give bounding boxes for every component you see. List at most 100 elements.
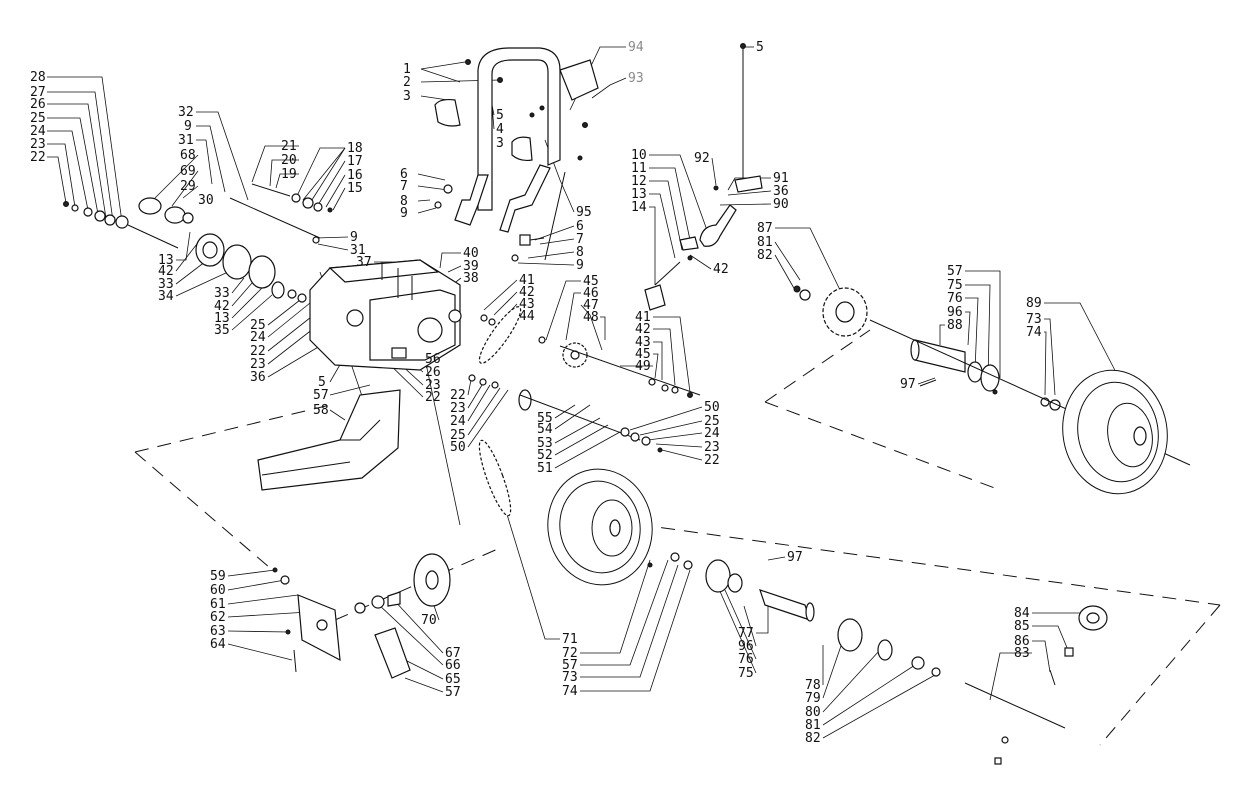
callout-label: 7 bbox=[576, 232, 584, 247]
callout-label: 10 bbox=[631, 148, 647, 163]
callout-label: 26 bbox=[425, 365, 441, 380]
callout-label: 47 bbox=[583, 298, 599, 313]
callout-label: 40 bbox=[463, 246, 479, 261]
callout-label: 23 bbox=[704, 440, 720, 455]
lower-right-axle bbox=[647, 552, 1108, 765]
callout-label: 74 bbox=[562, 684, 578, 699]
callout-label: 7 bbox=[400, 179, 408, 194]
callout-label: 94 bbox=[628, 40, 644, 55]
callout-label: 61 bbox=[210, 597, 226, 612]
callout-label: 25 bbox=[704, 414, 720, 429]
chute-deflector bbox=[257, 389, 401, 491]
callout-label: 64 bbox=[210, 637, 226, 652]
callout-label: 42 bbox=[214, 299, 230, 314]
callout-label: 75 bbox=[947, 278, 963, 293]
callout-label: 68 bbox=[180, 148, 196, 163]
callout-label: 24 bbox=[450, 414, 466, 429]
callout-label: 67 bbox=[445, 646, 461, 661]
callout-label: 72 bbox=[562, 646, 578, 661]
callout-label: 90 bbox=[773, 197, 789, 212]
callout-label: 31 bbox=[350, 243, 366, 258]
lower-bracket bbox=[272, 553, 451, 679]
callout-label: 31 bbox=[178, 133, 194, 148]
callout-label: 26 bbox=[30, 97, 46, 112]
callout-label: 65 bbox=[445, 672, 461, 687]
callout-label: 28 bbox=[30, 70, 46, 85]
callout-label: 34 bbox=[158, 289, 174, 304]
callout-label: 59 bbox=[210, 569, 226, 584]
callout-label: 25 bbox=[30, 111, 46, 126]
callout-label: 96 bbox=[738, 639, 754, 654]
callout-label: 37 bbox=[356, 255, 372, 270]
callout-label: 36 bbox=[773, 184, 789, 199]
callout-label: 84 bbox=[1014, 606, 1030, 621]
callout-label: 88 bbox=[947, 318, 963, 333]
callout-label: 42 bbox=[519, 285, 535, 300]
callout-label: 41 bbox=[519, 273, 535, 288]
callout-label: 92 bbox=[694, 151, 710, 166]
callout-label: 5 bbox=[756, 40, 764, 55]
callout-label: 22 bbox=[450, 388, 466, 403]
callout-label: 56 bbox=[425, 352, 441, 367]
callout-label: 43 bbox=[519, 297, 535, 312]
callout-label: 80 bbox=[805, 705, 821, 720]
gearbox-housing bbox=[309, 259, 462, 371]
callout-label: 87 bbox=[757, 221, 773, 236]
callout-label: 97 bbox=[900, 377, 916, 392]
callout-label: 57 bbox=[313, 388, 329, 403]
callout-label: 4 bbox=[496, 122, 504, 137]
callout-label: 32 bbox=[178, 105, 194, 120]
center-tire bbox=[547, 468, 653, 586]
callout-label: 83 bbox=[1014, 646, 1030, 661]
callout-label: 73 bbox=[562, 670, 578, 685]
callout-label: 81 bbox=[757, 235, 773, 250]
callout-label: 6 bbox=[400, 167, 408, 182]
callout-label: 81 bbox=[805, 718, 821, 733]
callout-label: 3 bbox=[403, 89, 411, 104]
callout-label: 46 bbox=[583, 286, 599, 301]
callout-label: 91 bbox=[773, 171, 789, 186]
callout-label: 27 bbox=[30, 85, 46, 100]
right-tire bbox=[1062, 369, 1168, 495]
callout-label: 13 bbox=[631, 187, 647, 202]
callout-label: 11 bbox=[631, 161, 647, 176]
upper-right-axle bbox=[793, 285, 1191, 466]
callout-label: 5 bbox=[496, 108, 504, 123]
callout-label: 44 bbox=[519, 309, 535, 324]
assembly-guide-lines bbox=[134, 271, 1221, 746]
callout-label: 77 bbox=[738, 626, 754, 641]
callout-label: 9 bbox=[576, 258, 584, 273]
callout-label: 57 bbox=[947, 264, 963, 279]
callout-label: 95 bbox=[576, 205, 592, 220]
callout-label: 8 bbox=[576, 245, 584, 260]
callout-label: 6 bbox=[576, 219, 584, 234]
callout-label: 97 bbox=[787, 550, 803, 565]
callout-label: 58 bbox=[313, 403, 329, 418]
callout-label: 85 bbox=[1014, 619, 1030, 634]
callout-label: 36 bbox=[250, 370, 266, 385]
callout-label: 63 bbox=[210, 624, 226, 639]
callout-label: 78 bbox=[805, 678, 821, 693]
callout-label: 42 bbox=[635, 322, 651, 337]
callout-label: 57 bbox=[562, 658, 578, 673]
callout-label: 30 bbox=[198, 193, 214, 208]
callout-label: 43 bbox=[635, 335, 651, 350]
callout-label: 22 bbox=[704, 453, 720, 468]
callout-label: 60 bbox=[210, 583, 226, 598]
callout-label: 74 bbox=[1026, 325, 1042, 340]
callout-label: 24 bbox=[250, 330, 266, 345]
callout-label: 76 bbox=[947, 291, 963, 306]
callout-label: 24 bbox=[704, 426, 720, 441]
callout-label: 35 bbox=[214, 323, 230, 338]
callout-label: 57 bbox=[445, 685, 461, 700]
callout-label: 13 bbox=[158, 253, 174, 268]
callout-label: 73 bbox=[1026, 312, 1042, 327]
callout-label: 50 bbox=[704, 400, 720, 415]
callout-label: 20 bbox=[281, 153, 297, 168]
callout-label: 39 bbox=[463, 259, 479, 274]
callout-label: 2 bbox=[403, 75, 411, 90]
callout-label: 75 bbox=[738, 666, 754, 681]
handle-assembly bbox=[434, 47, 599, 262]
callout-label: 17 bbox=[347, 154, 363, 169]
